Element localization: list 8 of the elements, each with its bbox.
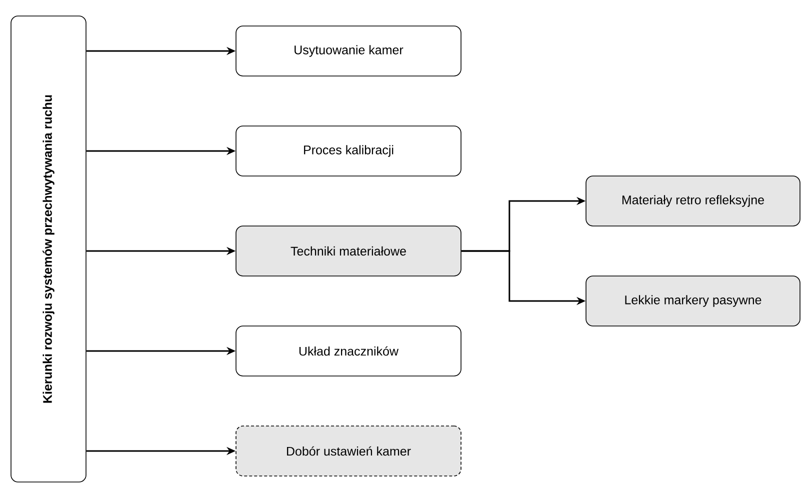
process-box: Materiały retro refleksyjne [586,176,800,226]
process-box: Techniki materiałowe [236,226,462,276]
process-box: Lekkie markery pasywne [586,276,800,326]
process-box: Proces kalibracji [236,126,462,176]
process-box: Układ znaczników [236,326,462,376]
category-box: Kierunki rozwoju systemów przechwytywania ruchu [10,16,86,482]
process-box: Usytuowanie kamer [236,26,462,76]
process-box: Dobór ustawień kamer [236,426,462,476]
